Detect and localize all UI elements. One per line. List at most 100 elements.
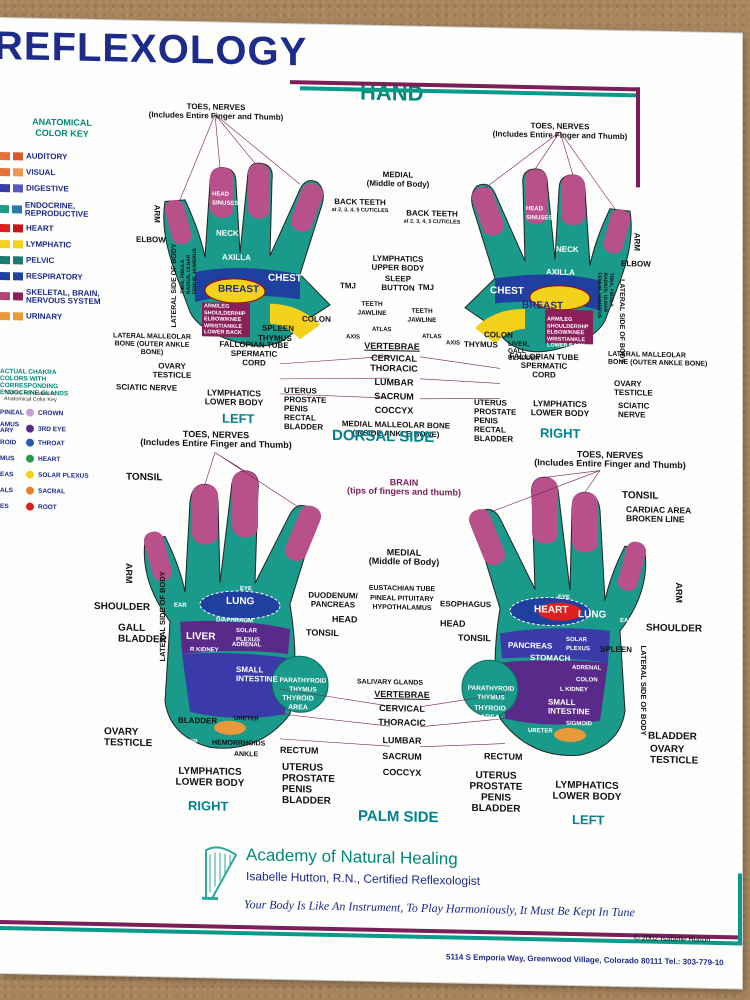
dorsal-right-neck: NECK (556, 244, 579, 255)
palm-left-lung: LUNG (226, 595, 255, 608)
dorsal-right-atlas: ATLAS (422, 333, 442, 341)
finger-head-sinuses (561, 174, 585, 226)
palm-left-shoulder: SHOULDER (94, 600, 151, 614)
dorsal-right-teeth: TEETH JAWLINE (407, 307, 437, 325)
intestine-zone (182, 653, 288, 719)
palm-eustachian: EUSTACHIAN TUBE (368, 584, 436, 594)
dorsal-left-toes-nerves: TOES, NERVES(Includes Entire Finger and … (149, 101, 284, 122)
dorsal-left-axilla: AXILLA (222, 252, 251, 263)
palm-stomach: STOMACH (530, 653, 571, 663)
dorsal-left-ovary: OVARY TESTICLE (152, 361, 192, 381)
palm-sigmoid: SIGMOID (566, 720, 593, 728)
dorsal-right-head-sinuses: HEAD SINUSES (526, 206, 553, 222)
palm-esophagus: ESOPHAGUS (440, 599, 492, 610)
dorsal-left-lateral-side: LATERAL SIDE OF BODY (171, 243, 178, 328)
palm-left-thyroid: THYROID AREA (282, 694, 314, 712)
finger-head-sinuses (164, 199, 192, 245)
palm-right-ear: EAR (620, 617, 633, 625)
footer-stripe-vertical (738, 873, 742, 944)
palm-right-lateral-side: LATERAL SIDE OF BODY (639, 645, 648, 736)
harp-logo-icon (202, 846, 238, 901)
label-line: (Middle of Body) (368, 555, 440, 568)
finger-head-sinuses (525, 169, 547, 225)
dorsal-left-colon: COLON (302, 314, 331, 324)
footer-stripe-purple (0, 920, 742, 940)
dorsal-lymph-upper: LYMPHATICS UPPER BODY (371, 253, 425, 273)
dorsal-left-elbow: ELBOW (136, 234, 166, 245)
dorsal-right-elbow: ELBOW (621, 259, 651, 269)
palm-liver: LIVER (186, 630, 216, 643)
thyroid-zone (461, 659, 519, 717)
footer-stripe-teal (0, 926, 742, 946)
reflexology-poster: REFLEXOLOGY HAND ANATOMICAL COLOR KEY AU… (0, 18, 742, 989)
dorsal-right-chest: CHEST (490, 285, 524, 297)
finger-head-sinuses (572, 492, 598, 553)
dorsal-left-atlas: ATLAS (372, 326, 392, 334)
palm-vert-thoracic: THORACIC (378, 716, 426, 728)
dorsal-right-tmj: TMJ (418, 282, 434, 293)
dorsal-section-title: DORSAL SIDE (332, 426, 435, 447)
palm-pancreas: PANCREAS (508, 640, 553, 651)
dorsal-left-lymph-lower: LYMPHATICS LOWER BODY (204, 387, 264, 408)
palm-left-adrenal: ADRENAL (232, 641, 262, 649)
palm-left-tonsil-inner: TONSIL (306, 627, 339, 639)
finger-head-sinuses (232, 471, 258, 538)
palm-left-toes-nerves: TOES, NERVES(Includes Entire Finger and … (140, 429, 292, 450)
palm-brain: BRAIN(tips of fingers and thumb) (347, 477, 461, 497)
palm-salivary: SALIVARY GLANDS (357, 678, 423, 687)
label-line: (Middle of Body) (366, 178, 430, 189)
palm-vert-cervical: CERVICAL (379, 702, 425, 714)
thyroid-zone (271, 655, 329, 713)
dorsal-right-arm: ARM (632, 232, 642, 252)
dorsal-right-armleg: ARM/LEG SHOULDER/HIP ELBOW/KNEE WRIST/AN… (547, 316, 589, 350)
dorsal-left-axis: AXIS (346, 334, 361, 341)
dorsal-right-breast: BREAST (522, 299, 564, 312)
lung-zone (199, 590, 281, 620)
dorsal-vert-sacrum: SACRUM (374, 390, 414, 402)
palm-vertebrae: VERTEBRAE (374, 688, 430, 701)
dorsal-vert-thoracic: THORACIC (370, 362, 418, 374)
finger-head-sinuses (143, 531, 173, 582)
dorsal-right-thymus: THYMUS (464, 339, 498, 350)
dorsal-left-teeth: TEETH JAWLINE (357, 300, 387, 318)
dorsal-right-uterus: UTERUS PROSTATE PENIS RECTAL BLADDER (474, 397, 517, 444)
armleg-zone (545, 309, 593, 345)
palm-left-diaphragm: DIAPHRAGM (216, 617, 253, 625)
stomach-zone (500, 628, 610, 663)
finger-head-sinuses (284, 505, 322, 562)
palm-section-title: PALM SIDE (358, 807, 439, 827)
dorsal-right-toes-nerves: TOES, NERVES(Includes Entire Finger and … (493, 120, 628, 141)
label-line: at 2, 3, 4, 5 CUTICLES (331, 206, 389, 215)
dorsal-right-axilla: AXILLA (546, 267, 575, 278)
palm-gall-bladder: GALL BLADDER (118, 622, 167, 646)
dorsal-left-label: LEFT (222, 410, 255, 427)
palm-duodenum: DUODENUM/ PANCREAS (308, 590, 358, 610)
palm-left-hemorrhoids: HEMORRHOIDS (212, 739, 266, 748)
dorsal-left-arm: ARM (152, 204, 162, 223)
palm-right-small-intestine: SMALL INTESTINE (548, 697, 590, 717)
dorsal-left-neck: NECK (216, 228, 239, 238)
palm-right-tonsil-inner: TONSIL (458, 632, 491, 644)
intestine-zone (502, 660, 608, 725)
palm-right-adrenal: ADRENAL (572, 664, 602, 672)
dorsal-right-hand (464, 168, 632, 353)
dorsal-right-axis: AXIS (446, 340, 461, 347)
palm-l-kidney: L KIDNEY (560, 686, 588, 694)
palm-right-lung: LUNG (578, 609, 607, 621)
palm-right-ovary: OVARY TESTICLE (650, 743, 699, 767)
finger-head-sinuses (603, 209, 631, 254)
palm-left-lateral-side: LATERAL SIDE OF BODY (158, 571, 167, 662)
palm-left-ankle: ANKLE (234, 750, 259, 759)
finger-head-sinuses (210, 167, 234, 218)
copyright-text: © 2002 Isabelle Hutton (634, 933, 711, 944)
dorsal-left-lateral-malleolar: LATERAL MALLEOLAR BONE (OUTER ANKLE BONE… (113, 332, 191, 357)
dorsal-right-lymph-lower: LYMPHATICS LOWER BODY (530, 398, 590, 419)
palm-left-ureter: URETER (234, 715, 259, 723)
palm-left-bladder: BLADDER (178, 715, 218, 726)
dorsal-left-armleg: ARM/LEG SHOULDER/HIP ELBOW/KNEE WRIST/AN… (204, 303, 246, 337)
dorsal-vert-lumbar: LUMBAR (374, 376, 414, 388)
palm-left-tonsil: TONSIL (126, 471, 163, 484)
palm-vert-coccyx: COCCYX (382, 767, 422, 778)
